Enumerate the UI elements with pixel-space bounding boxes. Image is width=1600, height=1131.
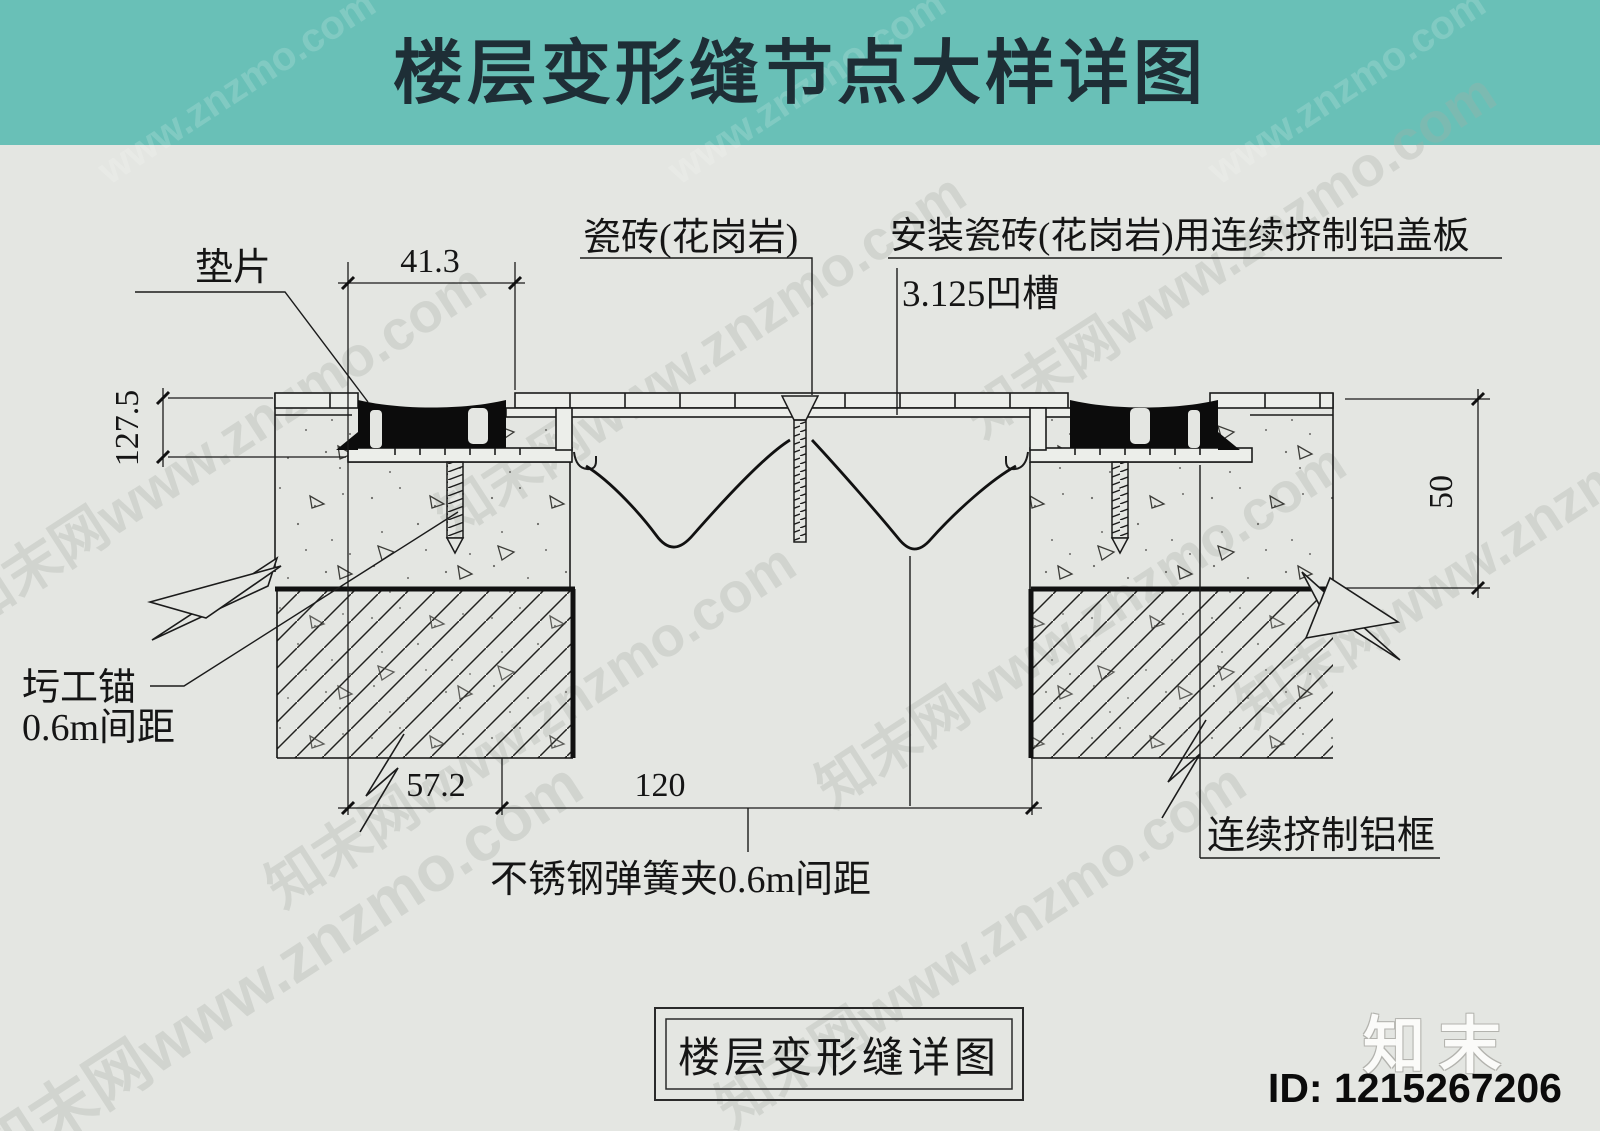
break-symbols [147,556,1401,833]
label-cover-plate-line1: 安装瓷砖(花岗岩)用连续挤制铝盖板 [890,215,1470,257]
label-masonry-anchor-line1: 圬工锚 [22,667,136,709]
dim-right-depth: 50 [1423,475,1460,509]
caption-box: 楼层变形缝详图 [654,1007,1024,1101]
label-gasket: 垫片 [195,247,271,289]
masonry-edges [275,586,1333,759]
label-masonry-anchor-line2: 0.6m间距 [22,707,175,749]
header-band [0,0,1600,145]
spring-clip-profile [585,438,1017,551]
anchor-screws [445,395,1130,555]
frame-base-plates [347,407,1253,471]
gasket-profiles [336,400,1240,450]
dim-frame-top-width: 41.3 [400,243,460,280]
masonry-blocks [277,589,1333,758]
label-spring-clip: 不锈钢弹簧夹0.6m间距 [490,859,871,901]
label-tile: 瓷砖(花岗岩) [583,217,798,259]
znzmo-logo: 知末 [1362,1012,1515,1081]
dimension-texts: 41.3 127.5 50 57.2 120 [109,243,1460,804]
leader-lines [135,257,1502,859]
label-cover-plate-line2: 3.125凹槽 [902,273,1059,315]
dim-joint-width: 120 [635,767,686,804]
dimension-ticks [155,275,1486,816]
dim-left-depth: 127.5 [109,390,146,467]
caption-text: 楼层变形缝详图 [678,1035,1000,1082]
image-id-text: ID: 1215267206 [1267,1065,1562,1111]
dim-bottom-anchor-width: 57.2 [406,767,466,804]
page-title: 楼层变形缝节点大样详图 [393,36,1207,113]
label-aluminium-frame: 连续挤制铝框 [1207,815,1435,857]
annotation-labels: 垫片 瓷砖(花岗岩) 安装瓷砖(花岗岩)用连续挤制铝盖板 3.125凹槽 圬工锚… [22,215,1470,901]
